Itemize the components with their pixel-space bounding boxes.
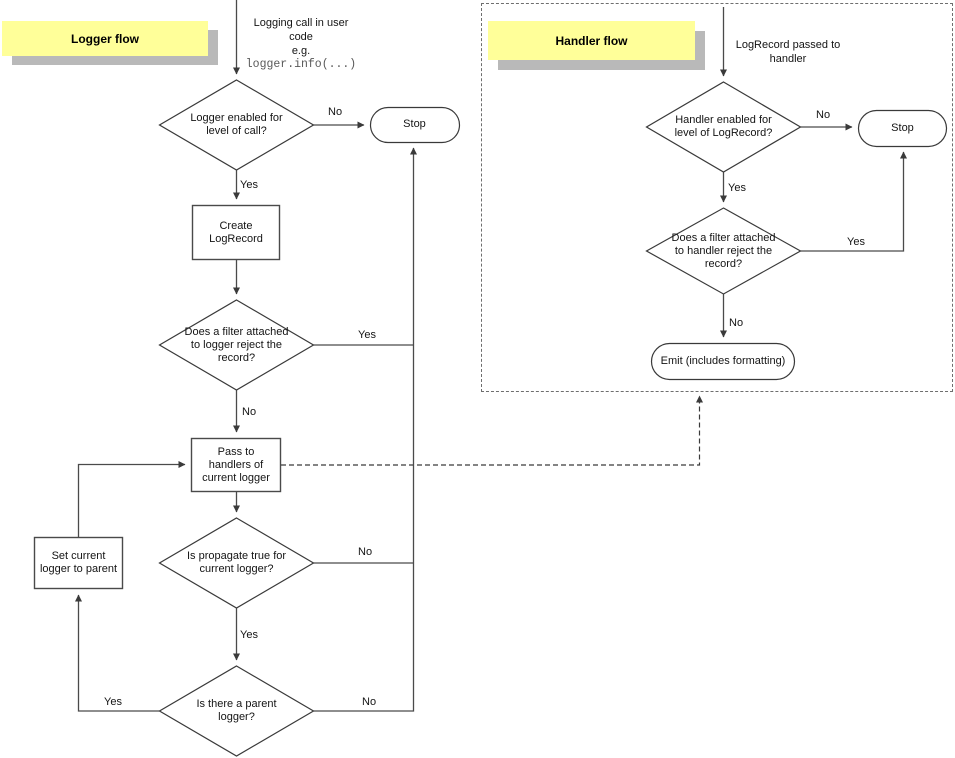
label-logger-filter-no: No: [242, 406, 257, 418]
handler-flow-title: Handler flow: [488, 21, 695, 60]
logger-flow-title: Logger flow: [2, 21, 208, 56]
handler-start-annotation: LogRecord passed to handler: [735, 39, 841, 65]
edge-parent-yes: [75, 594, 160, 712]
process-create-logrecord: [191, 204, 281, 261]
edge-handler-filter-yes: [800, 151, 907, 252]
decision-parent-logger: [158, 665, 315, 757]
process-set-current-logger: [33, 536, 124, 590]
handler-flow-container: [481, 3, 953, 392]
edge-parent-no-to-stop: [313, 147, 417, 712]
label-parent-yes: Yes: [104, 696, 122, 708]
logger-start-code: logger.info(...): [245, 58, 357, 71]
terminator-emit: [650, 342, 796, 381]
handler-flow-title-text: Handler flow: [555, 33, 628, 48]
label-propagate-yes: Yes: [240, 629, 258, 641]
edge-pass-to-handler-flow: [281, 395, 703, 466]
label-handler-enabled-yes: Yes: [728, 182, 746, 194]
decision-handler-filter: [645, 207, 802, 295]
terminator-logger-stop: [369, 106, 461, 144]
label-logger-filter-yes: Yes: [358, 329, 376, 341]
label-handler-filter-no: No: [729, 317, 744, 329]
logger-start-annotation: Logging call in user code e.g.: [253, 17, 349, 57]
label-handler-filter-yes: Yes: [847, 236, 865, 248]
label-logger-enabled-yes: Yes: [240, 179, 258, 191]
decision-propagate: [158, 517, 315, 609]
edge-setparent-to-pass: [77, 461, 186, 537]
label-propagate-no: No: [358, 546, 373, 558]
decision-handler-enabled: [645, 81, 802, 173]
decision-logger-enabled: [158, 79, 315, 171]
terminator-handler-stop: [857, 109, 948, 148]
label-handler-enabled-no: No: [816, 109, 831, 121]
label-parent-no: No: [362, 696, 377, 708]
process-pass-to-handlers: [190, 437, 282, 493]
label-logger-enabled-no: No: [328, 106, 343, 118]
logger-flow-title-text: Logger flow: [71, 31, 139, 46]
decision-logger-filter: [158, 299, 315, 391]
